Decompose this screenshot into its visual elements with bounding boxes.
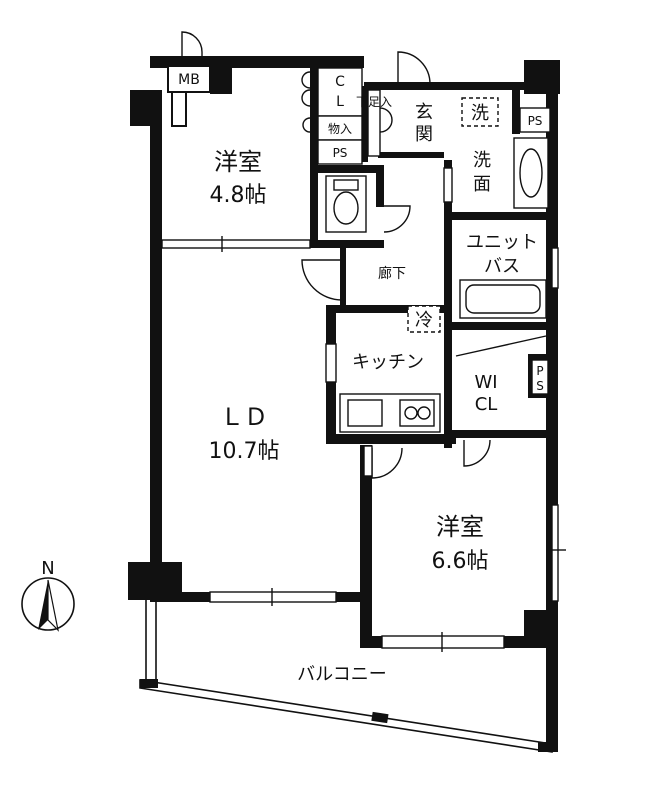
toilet (325, 175, 411, 233)
washroom-label-1: 洗 (473, 150, 491, 171)
shoe-box-label: 下足入 (356, 95, 392, 109)
western-room-2: 洋室 6.6帖 (381, 504, 566, 652)
wic-label-1: WI (474, 372, 497, 393)
corridor-label: 廊下 (378, 265, 406, 282)
storage-label: 物入 (328, 122, 352, 136)
room-2-name: 洋室 (436, 513, 484, 541)
closet-strip: C L 物入 PS (301, 67, 363, 165)
north-label: N (41, 558, 54, 579)
washer-label: 洗 (471, 103, 489, 124)
balcony-label: バルコニー (297, 664, 387, 685)
unit-bath: ユニット バス (459, 232, 559, 319)
walk-in-closet: WI CL P S (455, 335, 549, 467)
washroom-label-2: 面 (473, 174, 491, 195)
fridge-label: 冷 (415, 310, 433, 331)
balcony: バルコニー (139, 600, 556, 753)
washroom: 洗 PS 洗 面 (443, 97, 551, 209)
mb-label: MB (178, 72, 200, 88)
living-dining: ＬＤ 10.7帖 (209, 403, 403, 606)
room-1-size: 4.8帖 (210, 183, 267, 208)
kitchen: 冷 キッチン (325, 305, 441, 433)
ps-label-1: PS (333, 146, 348, 160)
unit-bath-label-2: バス (484, 256, 520, 277)
kitchen-label: キッチン (352, 352, 424, 373)
closet-label-l: L (336, 94, 344, 110)
corridor: 廊下 (301, 259, 406, 301)
entrance-area: 下足入 玄 関 (356, 51, 433, 157)
unit-bath-label-1: ユニット (466, 232, 538, 253)
room-1-name: 洋室 (214, 148, 262, 176)
entrance-label-2: 関 (415, 124, 433, 145)
ps-label-2: PS (528, 114, 543, 128)
ld-name: ＬＤ (220, 403, 268, 431)
entrance-label-1: 玄 (415, 102, 433, 123)
meter-box: MB (167, 31, 232, 127)
wic-label-2: CL (475, 394, 498, 415)
closet-label-c: C (335, 74, 345, 90)
room-2-size: 6.6帖 (432, 549, 489, 574)
western-room-1: 洋室 4.8帖 (161, 148, 311, 252)
ld-size: 10.7帖 (209, 439, 280, 464)
ps-label-3: P (536, 364, 543, 378)
compass: N (21, 558, 75, 632)
ps-label-3b: S (536, 379, 544, 393)
